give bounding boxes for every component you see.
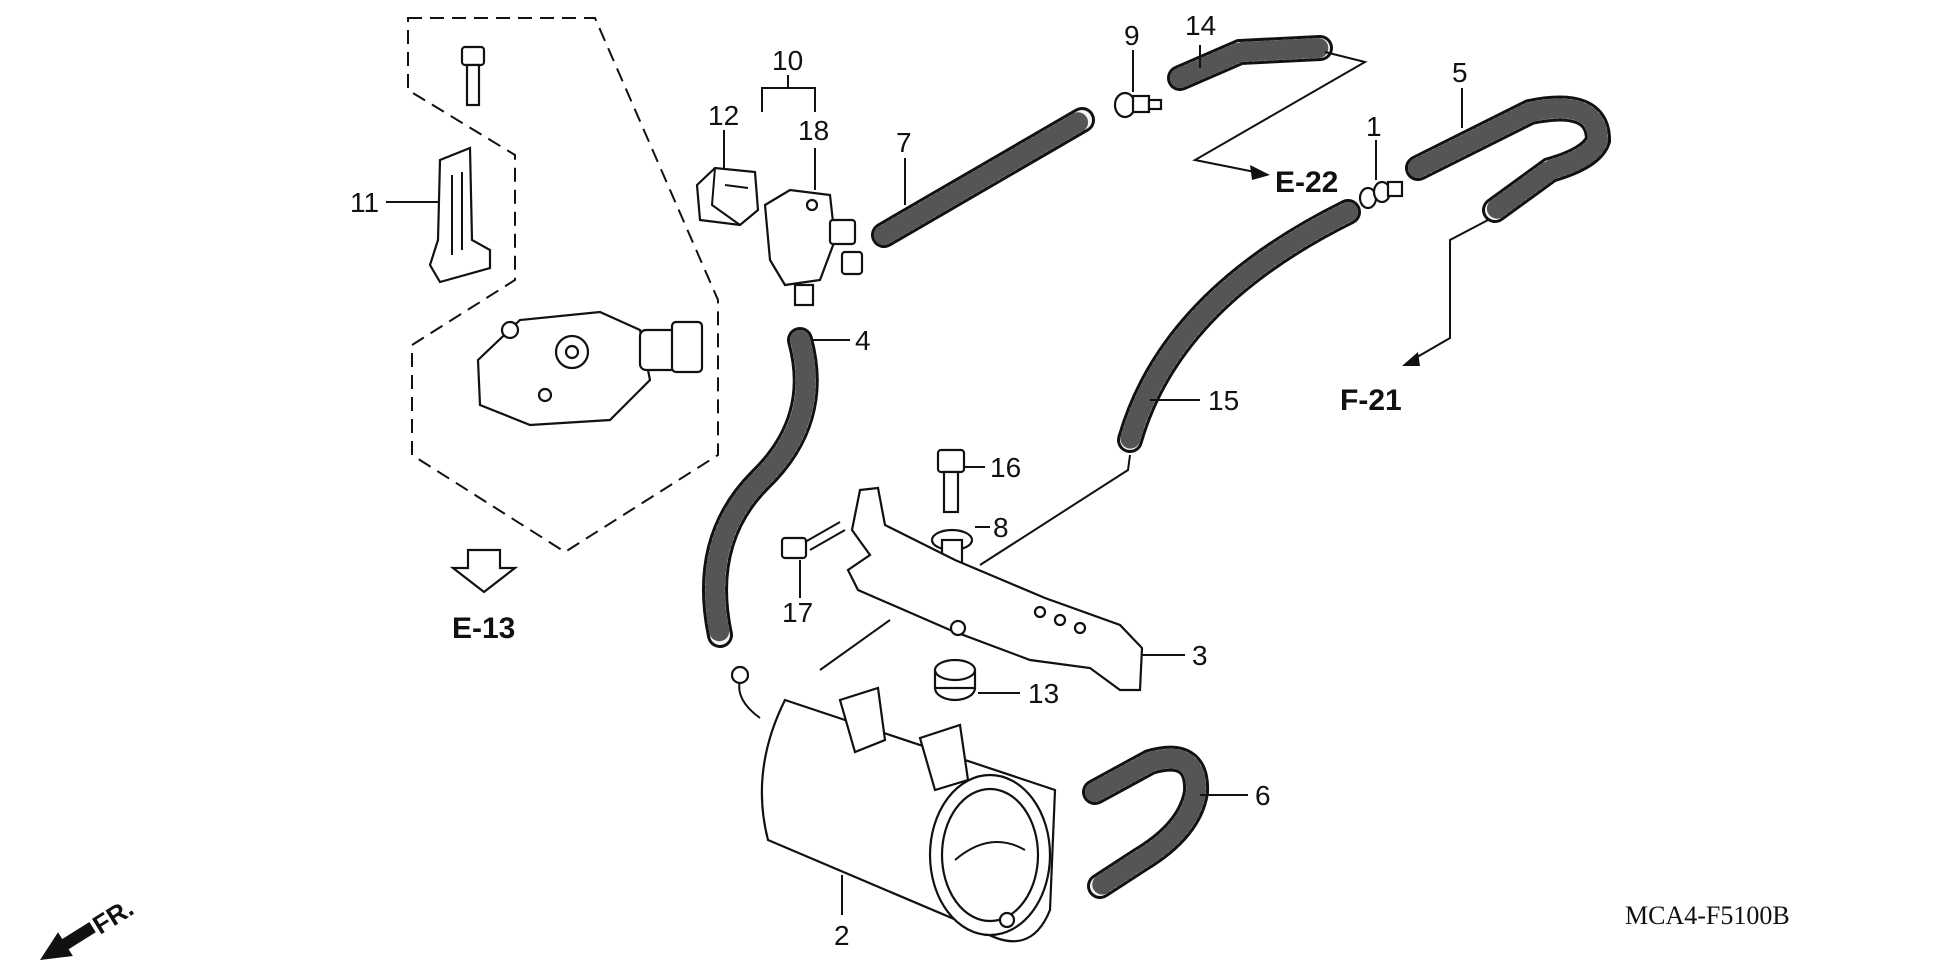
- callout-6: 6: [1255, 780, 1271, 811]
- hose-part-6: [1082, 745, 1210, 899]
- canister-part-2: [730, 665, 1057, 943]
- callout-9: 9: [1124, 20, 1140, 51]
- ref-f21: F-21: [1340, 384, 1402, 417]
- callout-14: 14: [1185, 10, 1216, 41]
- hose-part-15: [1117, 199, 1361, 453]
- hose-part-14: [1167, 35, 1333, 91]
- ref-e22: E-22: [1275, 166, 1338, 199]
- callout-10: 10: [772, 45, 803, 76]
- leader-3: [819, 619, 1185, 671]
- solenoid-valve-part-18: [763, 188, 864, 307]
- callout-5: 5: [1452, 57, 1468, 88]
- callout-4: 4: [855, 325, 871, 356]
- leader-15: [979, 399, 1200, 566]
- fitting-part-1: [1358, 180, 1404, 210]
- bolt-part-17: [780, 521, 846, 560]
- cap-part-12: [695, 166, 760, 227]
- assembly-group-outline: [407, 17, 719, 554]
- f21-arrowhead-icon: [1402, 352, 1420, 366]
- callout-18: 18: [798, 115, 829, 146]
- leader-e22: [1192, 51, 1368, 173]
- callout-8: 8: [993, 512, 1009, 543]
- callout-12: 12: [708, 100, 739, 131]
- hose-part-4: [702, 327, 819, 648]
- ref-e13: E-13: [452, 612, 515, 645]
- direction-label: FR.: [87, 892, 138, 940]
- actuator-motor: [476, 310, 704, 427]
- callout-3: 3: [1192, 640, 1208, 671]
- diagram-code: MCA4-F5100B: [1625, 901, 1790, 930]
- e22-arrowhead-icon: [1250, 165, 1270, 180]
- callout-1: 1: [1366, 111, 1382, 142]
- callout-13: 13: [1028, 678, 1059, 709]
- callout-7: 7: [896, 127, 912, 158]
- hose-part-7: [871, 107, 1095, 248]
- callout-16: 16: [990, 452, 1021, 483]
- bolt-part-16: [936, 448, 966, 514]
- callout-17: 17: [782, 597, 813, 628]
- callout-2: 2: [834, 920, 850, 951]
- grommet-part-13: [933, 658, 977, 702]
- bracket-part-11: [428, 146, 492, 284]
- callout-15: 15: [1208, 385, 1239, 416]
- leader-f21: [1411, 219, 1489, 361]
- fitting-part-9: [1113, 91, 1163, 119]
- callout-11: 11: [350, 187, 379, 218]
- front-arrow-icon: [40, 922, 96, 960]
- leader-10-bracket: [761, 75, 816, 112]
- e13-arrow-icon: [449, 548, 519, 594]
- bracket-part-3: [846, 486, 1144, 692]
- hose-part-5: [1405, 95, 1612, 223]
- bolt-top-group: [460, 45, 486, 107]
